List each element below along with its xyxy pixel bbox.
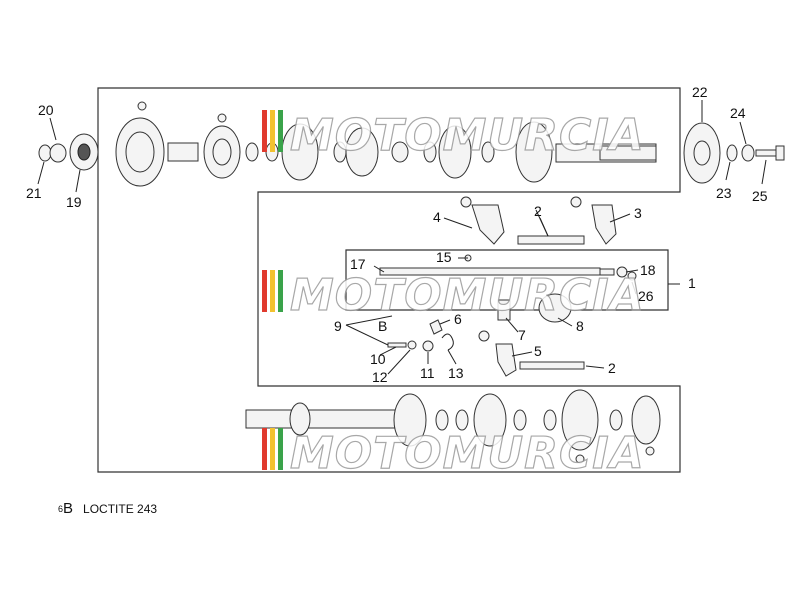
callout-24: 24: [730, 105, 746, 121]
callout-2-top: 2: [534, 203, 542, 219]
callout-8: 8: [576, 318, 584, 334]
watermark-stripe: [278, 428, 283, 470]
fork-4: [471, 204, 505, 245]
callout-10: 10: [370, 351, 386, 367]
screw-10: [387, 342, 407, 348]
callout-3: 3: [634, 205, 642, 221]
watermark-stripe: [270, 428, 275, 470]
washer-23: [726, 144, 738, 162]
callout-1: 1: [688, 275, 696, 291]
gear-6: [438, 125, 472, 179]
lever-6: [429, 319, 443, 335]
leader-lines: [37, 100, 767, 375]
bottom-shaft-group: [245, 389, 661, 464]
ring-21: [38, 144, 52, 162]
rod-2-top: [517, 235, 585, 245]
watermark-stripe: [262, 110, 267, 152]
top-shaft-group: [38, 101, 785, 187]
needle-bearing: [167, 142, 199, 162]
washer-20: [49, 143, 67, 163]
diagram-frame: [97, 87, 681, 473]
callout-20: 20: [38, 102, 54, 118]
callout-19: 19: [66, 194, 82, 210]
gear-b4: [631, 395, 661, 445]
selector-frame: [345, 249, 669, 311]
callout-25: 25: [752, 188, 768, 204]
callout-B: B: [378, 318, 387, 334]
part-7: [497, 299, 511, 321]
gear-b2: [473, 393, 507, 447]
part-11: [422, 340, 434, 352]
gear-2: [515, 121, 553, 183]
selector-group: [379, 196, 637, 377]
input-shaft: [245, 409, 397, 429]
callout-18: 18: [640, 262, 656, 278]
callout-2-bottom: 2: [608, 360, 616, 376]
washer-24: [741, 144, 755, 162]
watermark-text: MOTOMURCIA: [290, 110, 645, 161]
loctite-legend: 6B LOCTITE 243: [58, 500, 157, 517]
watermark-stripe: [262, 428, 267, 470]
watermark-stripe: [270, 270, 275, 312]
legend-label: LOCTITE 243: [83, 502, 158, 516]
bolt-25: [755, 149, 779, 157]
callout-7: 7: [518, 327, 526, 343]
watermark-stripe: [278, 270, 283, 312]
callouts: 20 21 19 22 24 23 25 4 2 3 1 18 26 15 17…: [26, 84, 768, 385]
watermark-middle: MOTOMURCIA: [262, 269, 645, 322]
callout-26: 26: [638, 288, 654, 304]
callout-23: 23: [716, 185, 732, 201]
callout-4: 4: [433, 209, 441, 225]
watermark-top: MOTOMURCIA: [262, 109, 645, 162]
callout-15: 15: [436, 249, 452, 265]
legend-symbol: 6: [58, 504, 64, 514]
watermark-stripe: [278, 110, 283, 152]
callout-9: 9: [334, 318, 342, 334]
watermark-stripe: [262, 270, 267, 312]
fork-3: [591, 204, 617, 245]
callout-6: 6: [454, 311, 462, 327]
fork-5: [495, 343, 517, 377]
watermark-text: MOTOMURCIA: [290, 428, 645, 479]
callout-5: 5: [534, 343, 542, 359]
callout-22: 22: [692, 84, 708, 100]
washer-26: [627, 271, 637, 281]
washer-12: [407, 340, 417, 350]
callout-12: 12: [372, 369, 388, 385]
callout-13: 13: [448, 365, 464, 381]
callout-17: 17: [350, 256, 366, 272]
gear-b1: [393, 393, 427, 447]
callout-21: 21: [26, 185, 42, 201]
drum-8: [538, 293, 572, 323]
gear-b3: [561, 389, 599, 451]
legend-letter: B: [63, 500, 74, 517]
callout-11: 11: [420, 365, 435, 381]
watermark-text: MOTOMURCIA: [290, 270, 645, 321]
spring-13: [441, 333, 454, 351]
rod-2-bottom: [519, 361, 585, 370]
watermark-bottom: MOTOMURCIA: [262, 427, 645, 480]
gear-4: [345, 127, 379, 177]
watermark-stripe: [270, 110, 275, 152]
